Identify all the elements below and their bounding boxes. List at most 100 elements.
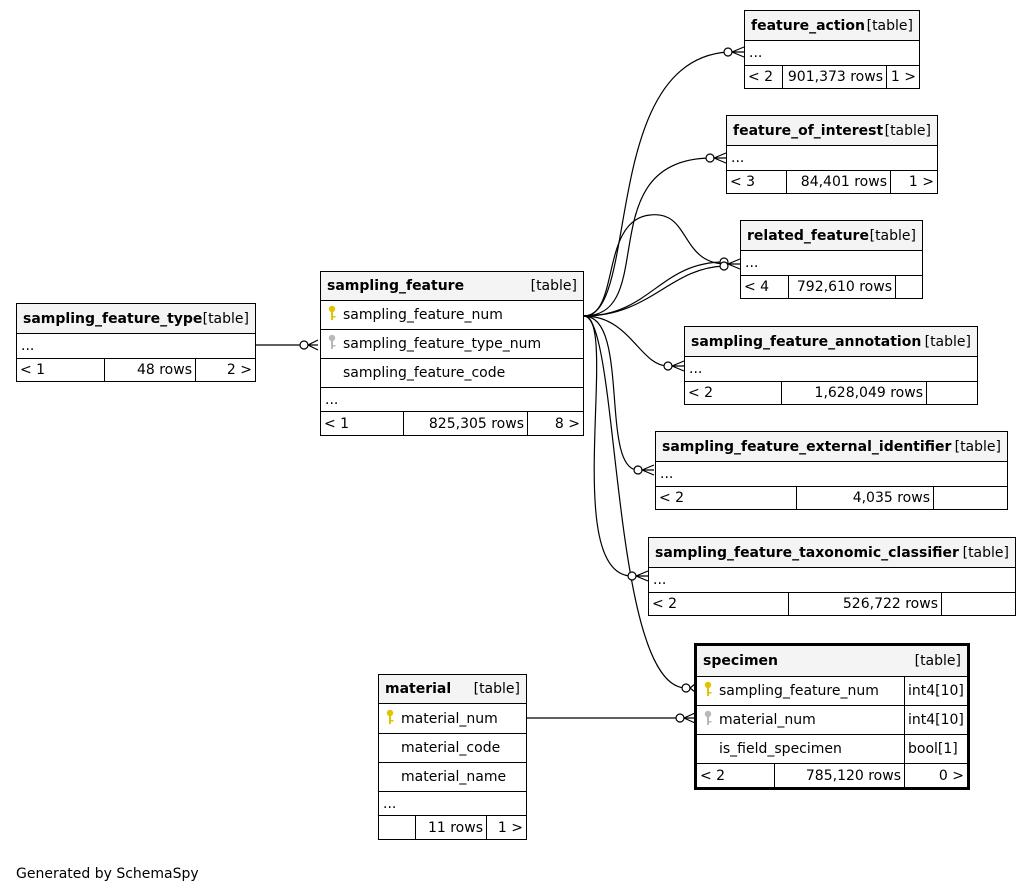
children-count[interactable]: 8 > [554,415,580,432]
table-sampling-feature-type[interactable]: sampling_feature_type [table] ... < 1 48… [16,303,256,382]
ellipsis: ... [321,387,583,411]
table-name[interactable]: specimen [703,653,778,669]
table-name[interactable]: sampling_feature_type [23,310,203,327]
table-header: feature_action [table] [745,11,919,40]
table-footer: < 4 792,610 rows [741,275,922,298]
table-header: related_feature [table] [741,221,922,250]
link-to-specimen-sf [583,315,687,689]
row-count: 48 rows [105,359,196,381]
link-end-circle [633,465,643,475]
table-name[interactable]: sampling_feature [327,278,465,294]
row-count: 825,305 rows [404,412,528,435]
ellipsis: ... [727,145,937,170]
table-name[interactable]: feature_action [751,17,865,34]
column-row[interactable]: is_field_specimen bool[1] [697,734,967,763]
row-count: 84,401 rows [787,171,891,193]
table-name[interactable]: related_feature [747,227,869,244]
table-header: sampling_feature_type [table] [17,304,255,333]
column-name: material_num [401,710,498,727]
table-footer: < 2 526,722 rows [649,592,1015,615]
parents-count[interactable]: < 1 [17,359,105,381]
column-name: is_field_specimen [719,741,842,757]
table-tag: [table] [866,17,913,34]
parents-count[interactable]: < 2 [649,593,789,615]
column-name: material_num [719,712,816,728]
primary-key-icon [321,305,343,325]
table-sampling-feature-external-identifier[interactable]: sampling_feature_external_identifier [ta… [655,431,1008,510]
foreign-key-icon [321,334,343,354]
table-tag: [table] [954,438,1001,455]
children-count[interactable]: 2 > [226,362,252,378]
ellipsis: ... [656,461,1007,486]
table-material[interactable]: material [table] material_num material_c… [378,674,527,840]
table-sampling-feature-taxonomic-classifier[interactable]: sampling_feature_taxonomic_classifier [t… [648,537,1016,616]
ellipsis: ... [379,791,526,815]
table-feature-of-interest[interactable]: feature_of_interest [table] ... < 3 84,4… [726,115,938,194]
table-name[interactable]: sampling_feature_taxonomic_classifier [655,544,959,561]
column-name: material_code [401,740,501,756]
table-header: sampling_feature_external_identifier [ta… [656,432,1007,461]
children-count[interactable]: 1 > [890,69,916,85]
column-name: sampling_feature_num [719,683,879,699]
parents-count[interactable]: < 3 [727,171,787,193]
row-count: 4,035 rows [797,487,934,509]
column-row[interactable]: material_num [379,703,526,733]
column-row[interactable]: sampling_feature_num int4[10] [697,676,967,705]
link-to-feature-action [583,51,729,317]
column-row[interactable]: sampling_feature_code [321,358,583,387]
table-tag: [table] [884,122,931,139]
table-sampling-feature[interactable]: sampling_feature [table] sampling_featur… [320,271,584,436]
table-feature-action[interactable]: feature_action [table] ... < 2 901,373 r… [744,10,920,89]
column-type: int4[10] [904,677,967,705]
column-row[interactable]: sampling_feature_type_num [321,329,583,358]
table-related-feature[interactable]: related_feature [table] ... < 4 792,610 … [740,220,923,299]
table-footer: 11 rows 1 > [379,815,526,839]
table-footer: < 3 84,401 rows 1 > [727,170,937,193]
table-sampling-feature-annotation[interactable]: sampling_feature_annotation [table] ... … [684,326,978,405]
children-count[interactable] [942,593,1015,615]
table-footer: < 2 901,373 rows 1 > [745,65,919,88]
parents-count[interactable]: < 1 [321,412,404,435]
column-row[interactable]: material_code [379,733,526,762]
children-count[interactable] [927,382,977,404]
column-row[interactable]: material_name [379,762,526,791]
table-header: sampling_feature [table] [321,272,583,300]
table-name[interactable]: feature_of_interest [733,122,884,139]
link-end-circle [719,261,729,271]
link-end-circle [723,47,733,57]
column-name: material_name [401,769,507,785]
table-header: material [table] [379,675,526,703]
children-count[interactable]: 1 > [908,174,934,190]
parents-count[interactable]: < 2 [697,764,775,787]
ellipsis: ... [741,250,922,275]
table-name[interactable]: sampling_feature_annotation [691,333,922,350]
link-to-external-identifier [583,315,639,471]
ellipsis: ... [745,40,919,65]
children-count[interactable]: 1 > [497,819,523,836]
link-to-feature-of-interest [583,157,711,317]
crowfoot [713,152,727,164]
link-end-circle [627,571,637,581]
children-count[interactable] [896,276,922,298]
parents-count[interactable]: < 4 [741,276,789,298]
link-end-circle [705,153,715,163]
column-row[interactable]: sampling_feature_num [321,300,583,329]
crowfoot [307,339,319,351]
table-name[interactable]: material [385,681,452,697]
primary-key-icon [697,681,719,701]
primary-key-icon [379,709,401,729]
link-end-circle [663,361,673,371]
parents-count[interactable] [379,816,416,839]
table-tag: [table] [962,544,1009,561]
column-type: bool[1] [904,735,967,763]
parents-count[interactable]: < 2 [685,382,782,404]
table-footer: < 1 48 rows 2 > [17,358,255,381]
children-count[interactable] [934,487,1007,509]
table-name[interactable]: sampling_feature_external_identifier [662,438,952,455]
table-tag: [table] [914,653,961,669]
parents-count[interactable]: < 2 [656,487,797,509]
column-row[interactable]: material_num int4[10] [697,705,967,734]
table-specimen[interactable]: specimen [table] sampling_feature_num in… [694,643,970,790]
children-count[interactable]: 0 > [938,767,964,784]
parents-count[interactable]: < 2 [745,66,783,88]
